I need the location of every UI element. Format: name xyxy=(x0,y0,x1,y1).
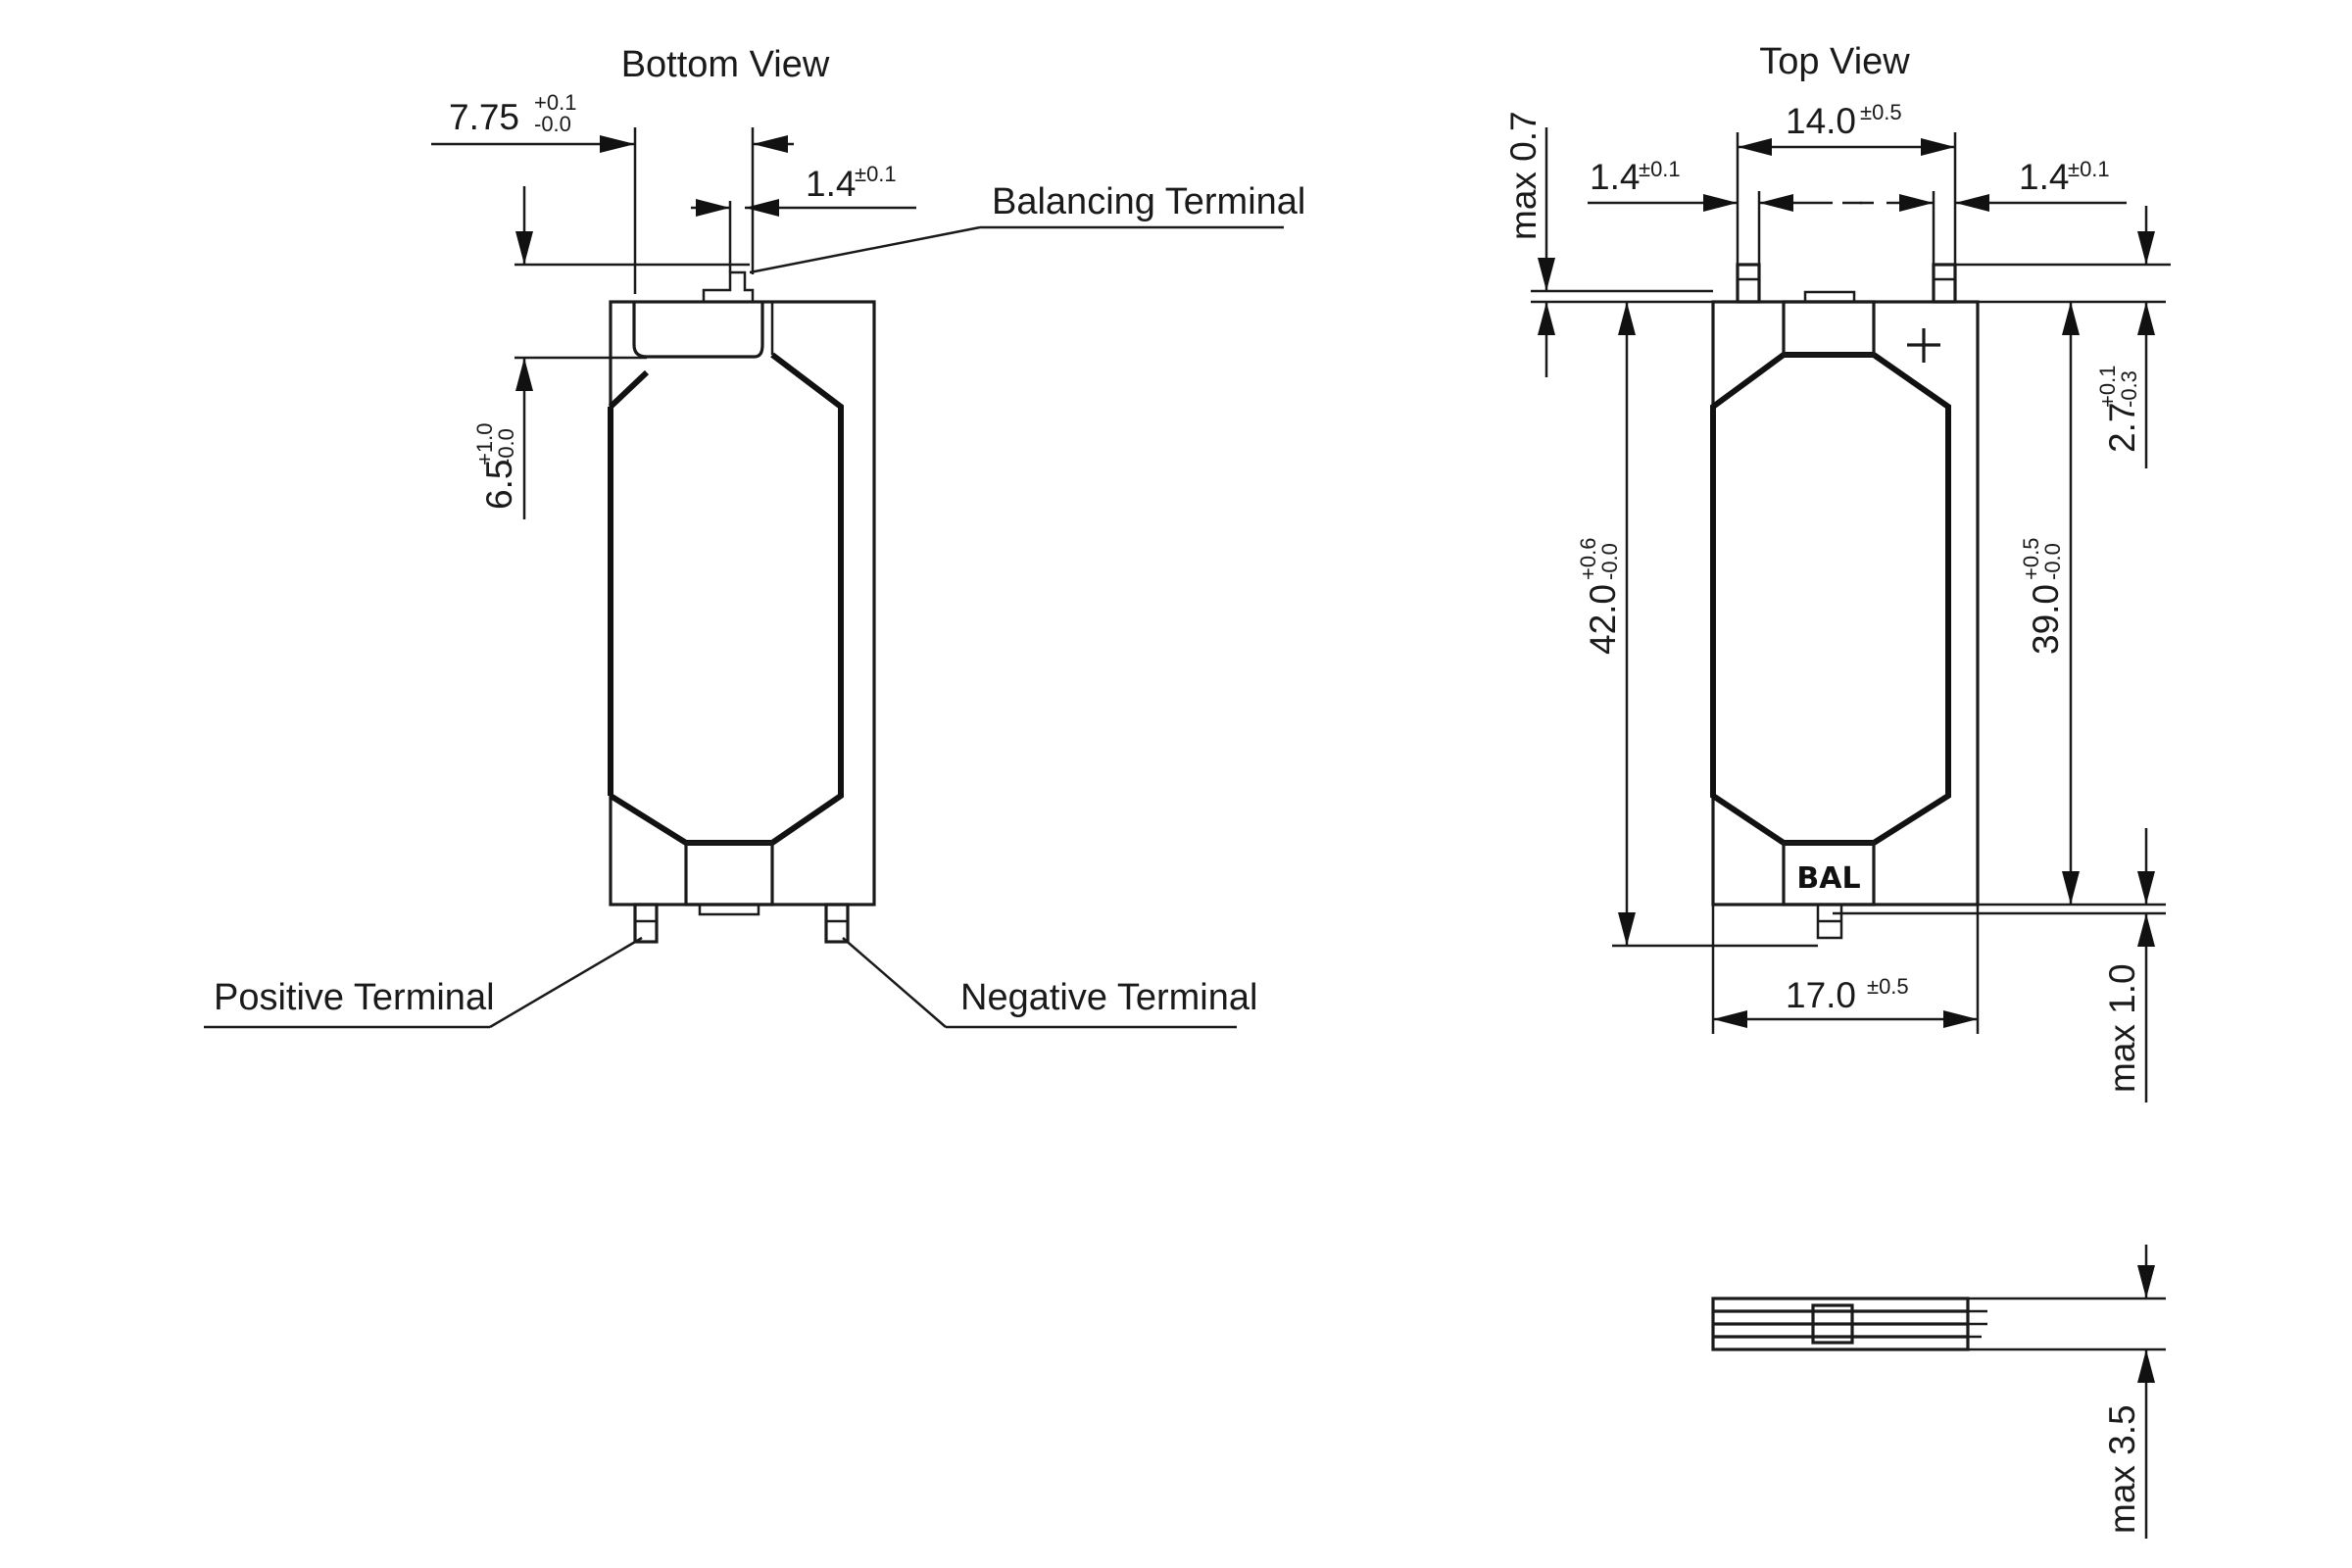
dim-left-1-4-value: 1.4 xyxy=(1590,157,1640,197)
top-block xyxy=(1782,300,1876,357)
svg-text:-0.3: -0.3 xyxy=(2117,370,2141,408)
svg-text:+0.5: +0.5 xyxy=(2019,538,2043,580)
dim-top-max-1-0: max 1.0 xyxy=(2102,828,2155,1102)
top-terminal-left xyxy=(1736,263,1761,304)
dim-39-0-value: 39.0 xyxy=(2026,584,2066,655)
leader-balancing-terminal: Balancing Terminal xyxy=(749,181,1305,274)
dim-bottom-6-5: 6.5 +1.0 -0.0 xyxy=(472,186,750,519)
svg-text:+0.1: +0.1 xyxy=(2095,366,2120,408)
bottom-cell-body xyxy=(609,300,876,906)
top-view-title: Top View xyxy=(1759,41,1910,82)
leader-positive-terminal: Positive Terminal xyxy=(204,936,643,1029)
dim-17-0-value: 17.0 xyxy=(1786,975,1856,1015)
positive-terminal-pin xyxy=(633,903,659,944)
bottom-cell-inner xyxy=(608,352,844,846)
negative-terminal-pin xyxy=(824,903,850,944)
svg-text:±0.5: ±0.5 xyxy=(1867,974,1909,999)
svg-text:-0.0: -0.0 xyxy=(2040,543,2065,580)
svg-text:±0.1: ±0.1 xyxy=(855,162,897,186)
top-cell-inner xyxy=(1710,352,1951,846)
positive-terminal-label: Positive Terminal xyxy=(214,977,495,1018)
dim-bottom-1-4: 1.4 ±0.1 xyxy=(691,162,916,272)
bal-marking: BAL xyxy=(1796,861,1860,896)
balancing-pocket xyxy=(632,302,764,359)
svg-text:+1.0: +1.0 xyxy=(472,423,497,466)
svg-text:-0.0: -0.0 xyxy=(1597,543,1622,580)
svg-text:+0.1: +0.1 xyxy=(534,90,576,115)
dim-max-1-0-value: max 1.0 xyxy=(2102,963,2142,1093)
dim-42-0-value: 42.0 xyxy=(1583,584,1623,655)
svg-text:-0.0: -0.0 xyxy=(494,428,518,466)
negative-terminal-label: Negative Terminal xyxy=(960,977,1257,1018)
dim-7-75-value: 7.75 xyxy=(449,97,519,137)
dim-top-2-7: 2.7 +0.1 -0.3 xyxy=(2095,206,2155,468)
dim-top-17-0: 17.0 ±0.5 xyxy=(1711,905,1980,1034)
top-view: Top View BAL xyxy=(1503,41,2171,1102)
bottom-view-title: Bottom View xyxy=(621,44,830,85)
dim-top-14-0: 14.0 ±0.5 xyxy=(1736,100,1957,265)
dim-bottom-7-75: 7.75 +0.1 -0.0 xyxy=(431,90,794,294)
dim-top-max-0-7: max 0.7 xyxy=(1503,111,1713,377)
top-terminal-right xyxy=(1932,263,1957,304)
svg-text:±0.5: ±0.5 xyxy=(1860,100,1902,124)
plus-marking xyxy=(1907,328,1940,363)
dim-max-0-7-value: max 0.7 xyxy=(1503,111,1544,240)
leader-negative-terminal: Negative Terminal xyxy=(842,937,1257,1029)
dim-top-42-0: 42.0 +0.6 -0.0 xyxy=(1576,302,1818,948)
balancing-terminal-label: Balancing Terminal xyxy=(992,181,1305,222)
top-cell-body xyxy=(1711,300,1980,906)
dim-2-7-value: 2.7 xyxy=(2102,403,2142,453)
dim-1-4-value: 1.4 xyxy=(806,164,856,204)
svg-text:+0.6: +0.6 xyxy=(1576,538,1600,580)
dim-top-right-1-4: 1.4 ±0.1 xyxy=(1860,157,2127,265)
dim-top-39-0: 39.0 +0.5 -0.0 xyxy=(1713,263,2171,915)
dim-6-5-value: 6.5 xyxy=(479,460,519,510)
svg-text:±0.1: ±0.1 xyxy=(1639,157,1681,181)
svg-text:±0.1: ±0.1 xyxy=(2068,157,2110,181)
side-view: max 3.5 xyxy=(1711,1245,2166,1539)
dim-side-max-3-5: max 3.5 xyxy=(1968,1245,2166,1539)
bottom-view: Bottom View 7.75 +0.1 xyxy=(204,44,1305,1029)
dim-right-1-4-value: 1.4 xyxy=(2019,157,2069,197)
dim-top-left-1-4: 1.4 ±0.1 xyxy=(1588,157,1862,265)
bottom-tab xyxy=(684,841,774,906)
dim-max-3-5-value: max 3.5 xyxy=(2102,1404,2142,1534)
dim-14-0-value: 14.0 xyxy=(1786,101,1856,141)
svg-text:-0.0: -0.0 xyxy=(534,112,571,136)
